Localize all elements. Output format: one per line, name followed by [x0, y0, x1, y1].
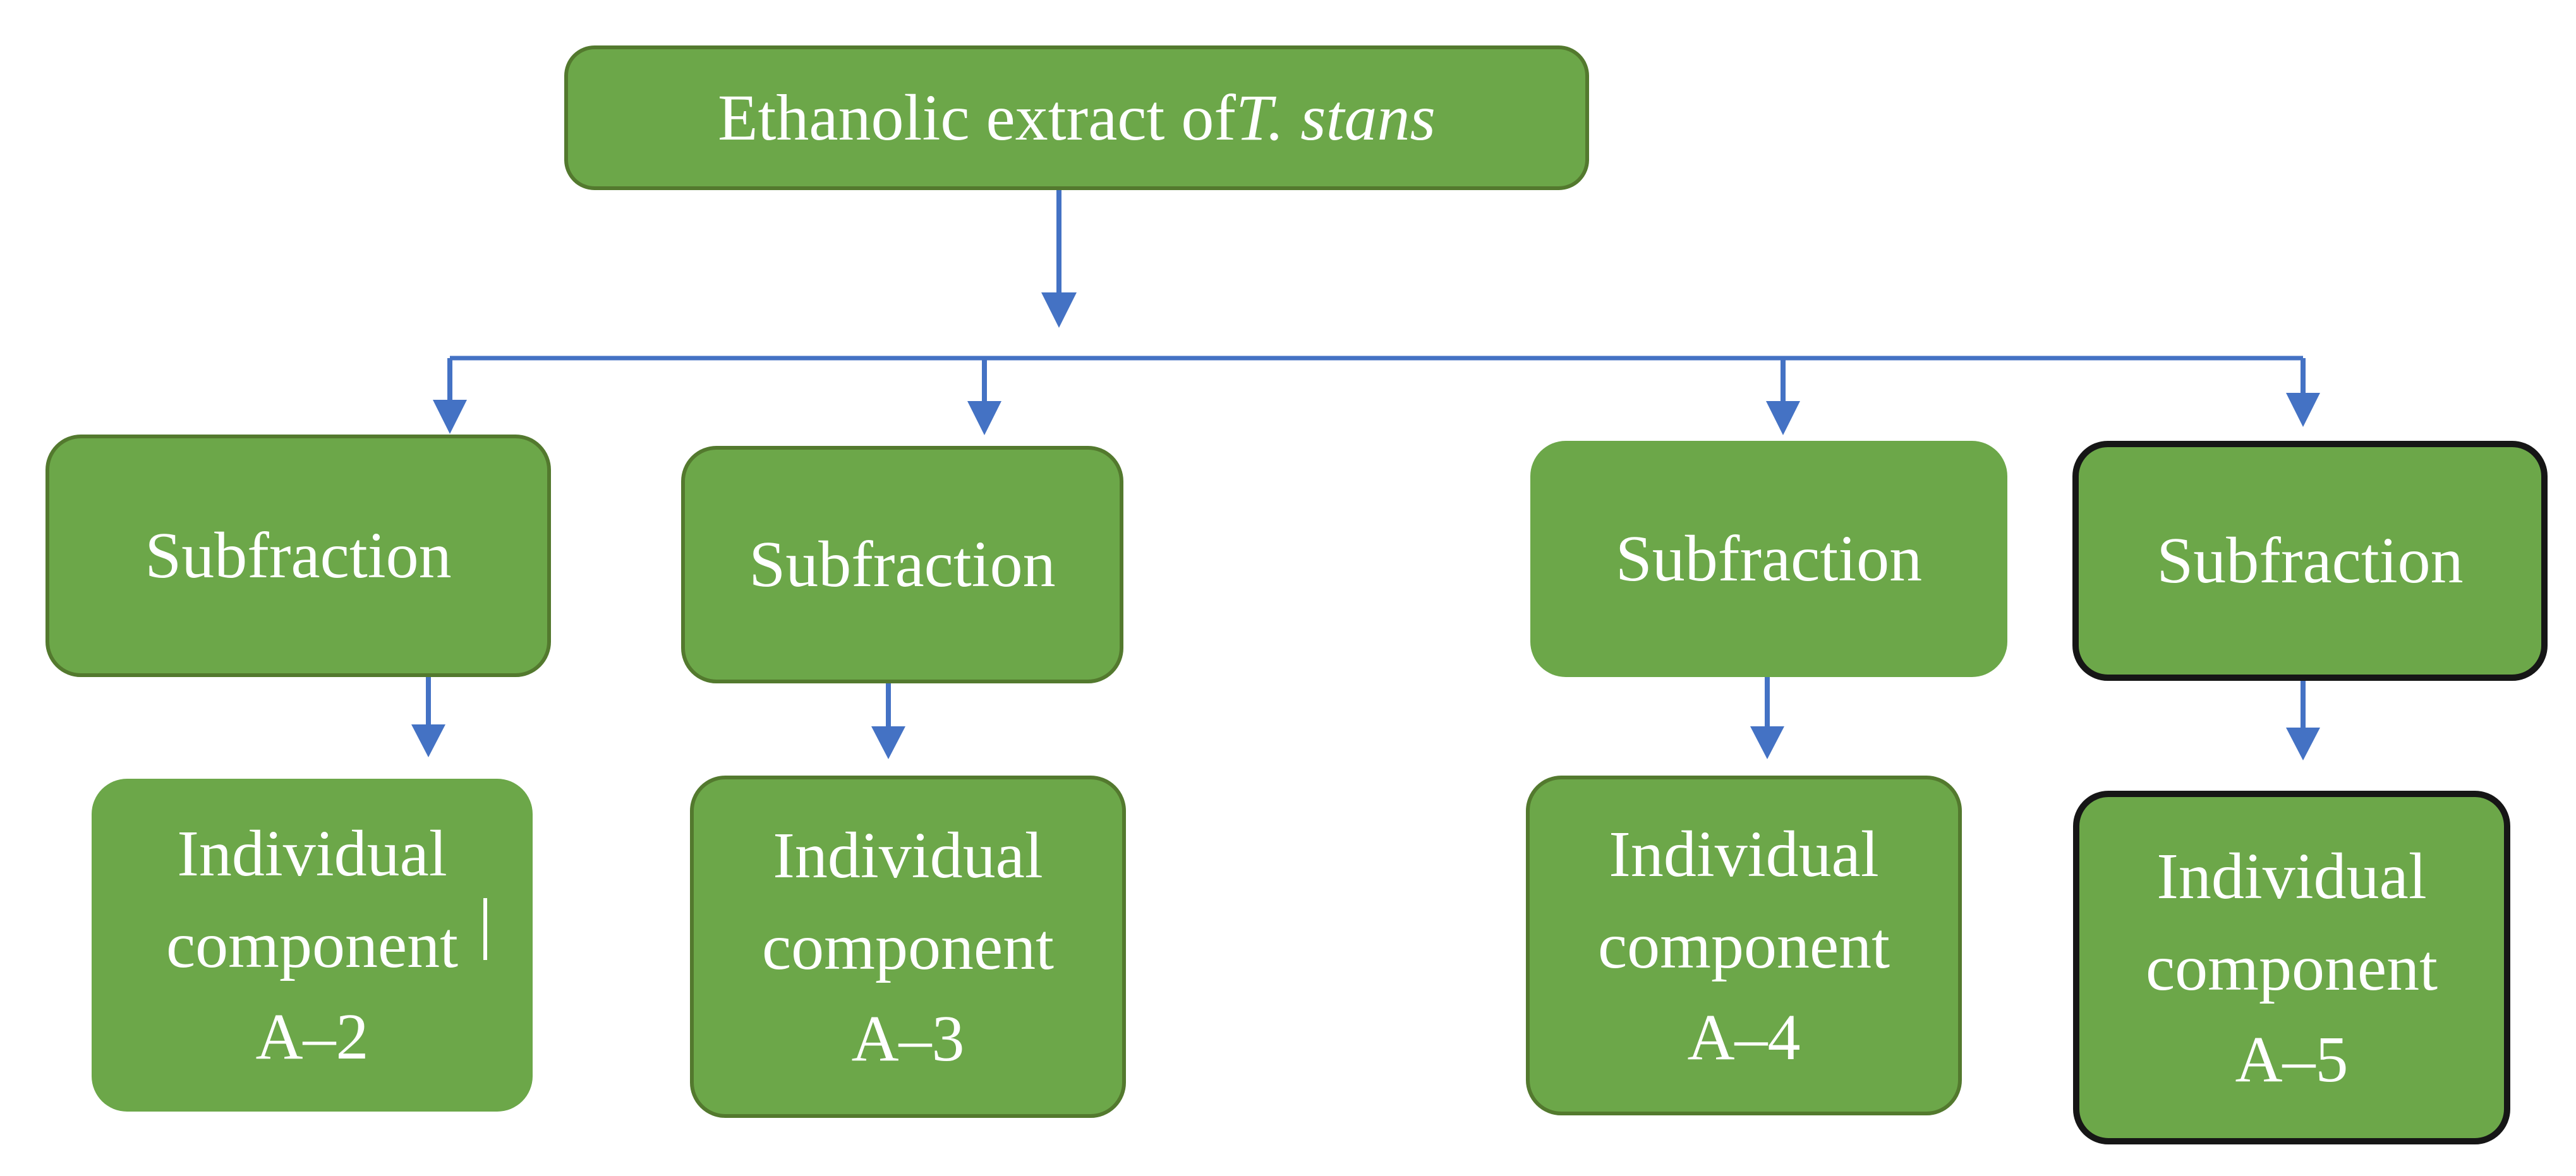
component-node-a3: Individual component A–3 [690, 776, 1126, 1118]
subfraction-node-1: Subfraction [45, 435, 551, 677]
component-node-a4: Individual component A–4 [1526, 776, 1962, 1115]
subfraction-label: Subfraction [145, 519, 452, 592]
component-label-line: component [166, 909, 459, 981]
subfraction-label: Subfraction [1615, 522, 1923, 595]
component-label-line: Individual [773, 819, 1043, 892]
arrow-branch-to-subfraction-2 [967, 358, 1001, 435]
component-label-line: A–3 [851, 1002, 965, 1075]
component-label-line: Individual [1609, 817, 1879, 891]
extract-node-label-italic: T. stans [1236, 81, 1436, 154]
component-node-a5: Individual component A–5 [2073, 791, 2510, 1144]
arrow-subfraction-4-to-component-4 [2286, 681, 2320, 760]
component-label-line: Individual [2156, 839, 2427, 913]
arrow-branch-to-subfraction-1 [433, 358, 467, 434]
component-label-line: A–4 [1687, 1000, 1801, 1074]
arrow-branch-to-subfraction-4 [2286, 358, 2320, 427]
extract-node-label: Ethanolic extract of [717, 81, 1237, 154]
component-label-line: Individual [177, 817, 447, 890]
subfraction-label: Subfraction [749, 528, 1056, 601]
component-node-a2: Individual component A–2 [92, 779, 533, 1112]
subfraction-node-2: Subfraction [681, 446, 1123, 683]
arrow-branch-to-subfraction-3 [1766, 358, 1800, 435]
arrow-subfraction-1-to-component-1 [411, 677, 445, 757]
component-label-line: A–2 [255, 1000, 369, 1073]
component-label-line: component [761, 910, 1055, 983]
component-label-line: component [2145, 931, 2438, 1004]
extract-node: Ethanolic extract of T. stans [564, 45, 1589, 190]
component-label-line: A–5 [2235, 1023, 2349, 1096]
component-label-line: component [1597, 909, 1890, 982]
arrow-extract-to-branch [1041, 190, 1077, 328]
arrow-subfraction-2-to-component-2 [871, 683, 905, 759]
text-cursor-artifact [483, 898, 487, 960]
subfraction-node-3: Subfraction [1530, 441, 2007, 677]
subfraction-node-4: Subfraction [2072, 441, 2548, 681]
arrow-subfraction-3-to-component-3 [1750, 677, 1784, 759]
subfraction-label: Subfraction [2156, 524, 2464, 597]
